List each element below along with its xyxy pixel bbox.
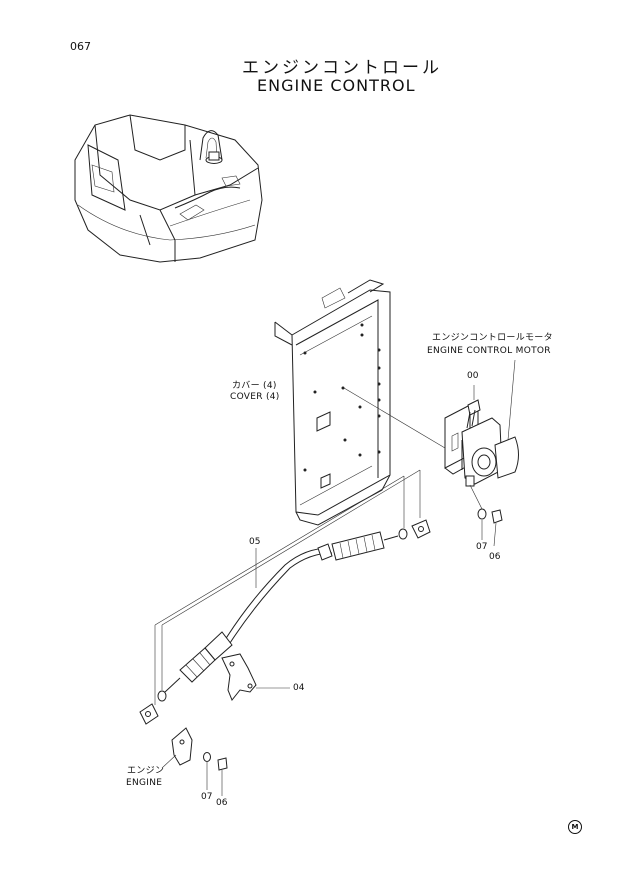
m-mark: M [568,820,582,834]
motor-label-jp: エンジンコントロールモータ [432,333,553,343]
cover-panel [274,279,391,526]
callout-07-lower: 07 [201,792,213,802]
engine-bracket [161,727,228,796]
page-number: 067 [70,40,91,53]
callout-05: 05 [249,537,261,547]
control-cable [139,469,431,725]
excavator-locator-sketch [74,114,263,263]
upper-washer-nut [469,484,503,547]
motor-label-en: ENGINE CONTROL MOTOR [427,346,551,356]
page-title-en: ENGINE CONTROL [257,76,416,95]
motor-leader-line [507,359,516,441]
callout-00: 00 [467,371,479,381]
callout-06-upper: 06 [489,552,501,562]
cover-label-en: COVER (4) [230,392,280,402]
bracket-04 [221,653,290,701]
callout-06-lower: 06 [216,798,228,808]
engine-label-jp: エンジン [127,766,165,776]
engine-label-en: ENGINE [126,778,163,788]
page-title-jp: エンジンコントロール [242,58,442,78]
cover-label-jp: カバー (4) [232,381,277,391]
engine-control-motor [343,387,519,487]
callout-07-upper: 07 [476,542,488,552]
callout-04: 04 [293,683,305,693]
bolt-00 [466,385,481,429]
